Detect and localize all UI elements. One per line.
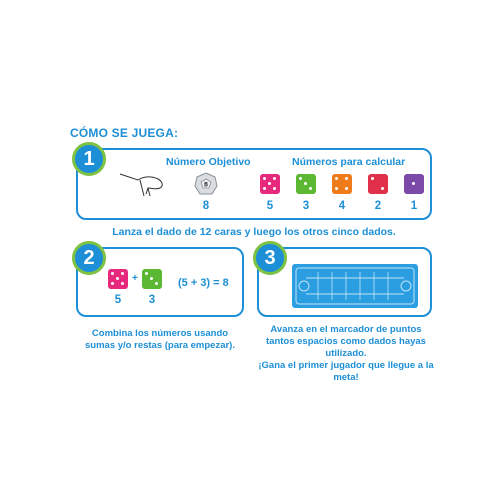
score-track-icon	[295, 267, 415, 305]
step2-caption-line2: sumas y/o restas (para empezar).	[85, 340, 235, 351]
step1-badge: 1	[72, 142, 106, 176]
hand-icon	[119, 173, 163, 197]
step1-instruction: Lanza el dado de 12 caras y luego los ot…	[112, 226, 396, 238]
calc-value-4: 2	[374, 200, 382, 212]
equation: (5 + 3) = 8	[178, 277, 229, 289]
calc-die-5	[404, 174, 424, 194]
step3-caption: Avanza en el marcador de puntos tantos e…	[248, 324, 444, 384]
calc-die-3	[332, 174, 352, 194]
step2-badge: 2	[72, 241, 106, 275]
calc-numbers-label: Números para calcular	[292, 156, 406, 168]
step3-badge: 3	[253, 241, 287, 275]
calc-die-1	[260, 174, 280, 194]
calc-value-5: 1	[410, 200, 418, 212]
pink-die	[108, 269, 128, 289]
page-title: CÓMO SE JUEGA:	[70, 126, 179, 140]
step2-caption: Combina los números usando sumas y/o res…	[76, 328, 244, 352]
die-value-b: 3	[148, 294, 156, 306]
score-track-board	[292, 264, 418, 308]
calc-die-4	[368, 174, 388, 194]
calc-value-1: 5	[266, 200, 274, 212]
step2-caption-line1: Combina los números usando	[91, 328, 229, 339]
step3-caption-line3: ¡Gana el primer jugador que llegue a la …	[258, 360, 434, 383]
plus-sign: +	[132, 273, 138, 284]
target-number-label: Número Objetivo	[166, 156, 251, 168]
calc-value-2: 3	[302, 200, 310, 212]
calc-die-2	[296, 174, 316, 194]
die-value-a: 5	[114, 294, 122, 306]
step3-caption-line2: tantos espacios como dados hayas utiliza…	[266, 336, 426, 359]
target-value: 8	[202, 200, 210, 212]
step1-panel: Número Objetivo Números para calcular 8 …	[76, 148, 432, 220]
step3-caption-line1: Avanza en el marcador de puntos	[270, 324, 422, 335]
green-die	[142, 269, 162, 289]
twelve-sided-die-icon: 8	[194, 172, 218, 195]
calc-value-3: 4	[338, 200, 346, 212]
svg-text:8: 8	[204, 182, 208, 189]
